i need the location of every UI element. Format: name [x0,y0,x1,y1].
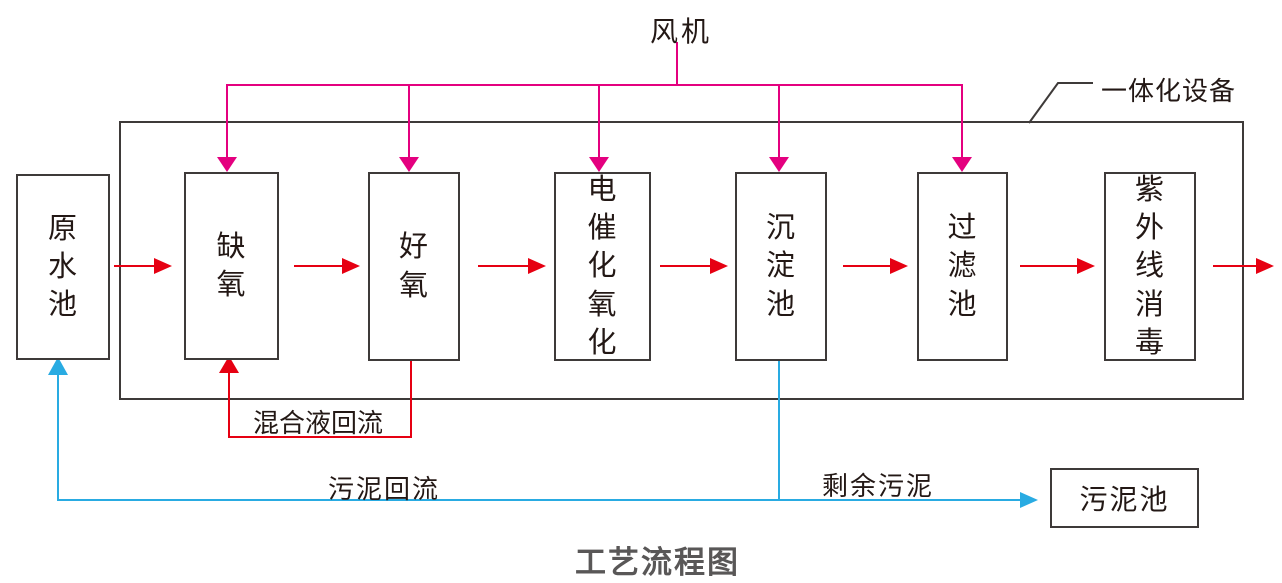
stage-label: 沉淀池 [765,212,796,321]
stage-label: 电催化氧化 [587,173,618,359]
sludge-return-line [48,357,1038,508]
stage-label: 好氧 [398,231,429,302]
stage-label: 缺氧 [216,230,247,301]
callout-leader-line [1028,82,1093,124]
stage-box-aerobic: 好氧 [368,172,460,361]
diagram-title: 工艺流程图 [575,545,740,580]
fan-label: 风机 [649,16,712,47]
stage-box-filter-pool: 过滤池 [917,172,1008,361]
integrated-unit-outline [119,121,1244,400]
mixed-liquor-return-label: 混合液回流 [253,408,384,438]
process-flow-arrows [114,258,1274,274]
stage-box-raw-water-pool: 原水池 [16,174,110,360]
stage-label: 原水池 [47,212,78,322]
sludge-tank-label: 污泥池 [1079,484,1170,515]
stage-label: 过滤池 [947,212,978,321]
mixed-liquor-return-line [219,356,412,438]
sludge-tank-box: 污泥池 [1050,468,1199,528]
stage-box-sedimentation-pool: 沉淀池 [735,172,827,361]
sludge-return-label: 污泥回流 [328,474,441,504]
integrated-equipment-label: 一体化设备 [1101,76,1237,106]
stage-box-uv-disinfection: 紫外线消毒 [1104,172,1196,361]
excess-sludge-label: 剩余污泥 [822,471,935,501]
stage-box-anoxic: 缺氧 [184,172,279,360]
stage-box-electrocatalytic-oxidation: 电催化氧化 [554,172,651,361]
air-drop-arrows [217,85,972,172]
stage-label: 紫外线消毒 [1134,173,1165,359]
